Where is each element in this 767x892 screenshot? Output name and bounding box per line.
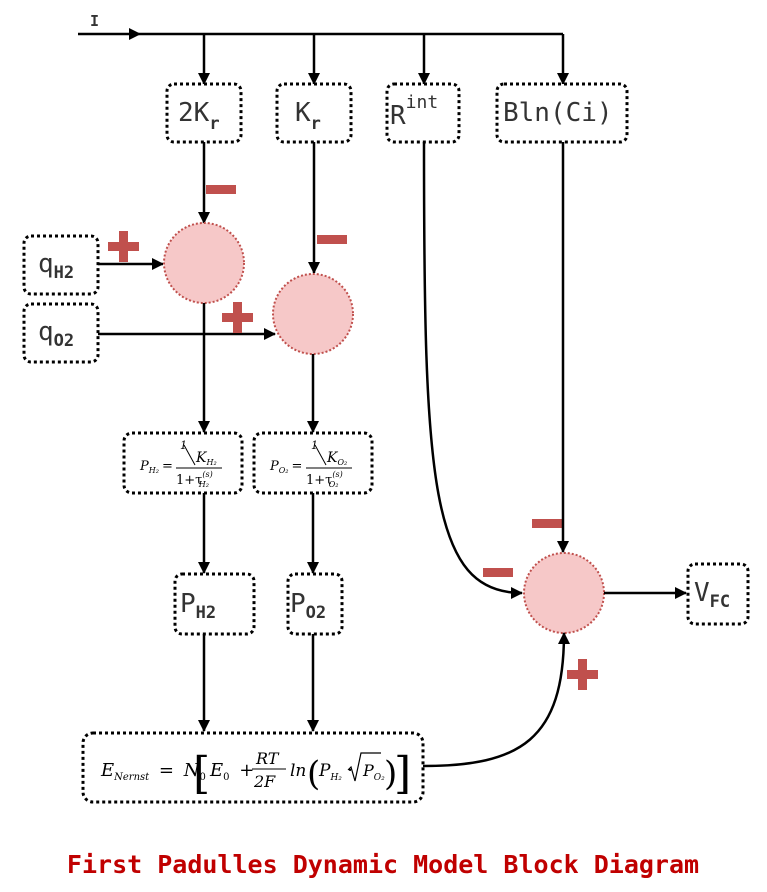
svg-text:PH₂ ·: PH₂ ·: [318, 761, 353, 785]
svg-text:ln: ln: [290, 761, 306, 781]
block-ph2: PH2: [173, 572, 256, 636]
svg-text:[: [: [193, 748, 210, 799]
svg-text:Kr: Kr: [295, 98, 321, 134]
svg-text:VFC: VFC: [694, 578, 730, 612]
summer-vfc: [523, 552, 605, 634]
block-vfc: VFC: [686, 562, 750, 626]
svg-text:PH₂=: PH₂=: [139, 459, 173, 475]
svg-text:1: 1: [180, 439, 187, 452]
block-kr: Kr: [275, 82, 353, 144]
block-po2: PO2: [286, 572, 344, 636]
summer-h2: [163, 222, 245, 304]
plus-sign-qo2: [222, 302, 253, 333]
plus-sign-nernst: [567, 659, 598, 690]
svg-text:2Kr: 2Kr: [178, 98, 220, 134]
nernst-equation-block: ENernst = N0 [ E0 + RT 2F ln ( PH₂ · PO₂…: [81, 731, 425, 804]
svg-text:RT: RT: [255, 749, 280, 768]
minus-sign-rint: [483, 568, 513, 577]
svg-text:Rint: Rint: [390, 92, 438, 131]
svg-text:PO₂: PO₂: [362, 761, 385, 783]
block-2kr: 2Kr: [165, 82, 243, 144]
transfer-function-o2: PO₂= 1 KO₂ 1+τ(s)O₂: [252, 431, 374, 495]
minus-sign-kr: [317, 235, 347, 244]
wire-rint-summer: [422, 141, 523, 599]
svg-text:E0 +: E0 +: [209, 760, 254, 785]
summer-o2: [272, 273, 354, 355]
svg-text:PO2: PO2: [290, 589, 326, 623]
svg-text:PO₂=: PO₂=: [269, 459, 302, 475]
plus-sign-qh2: [108, 231, 139, 262]
svg-text:2F: 2F: [253, 772, 276, 791]
svg-text:]: ]: [394, 748, 411, 799]
svg-text:ENernst = N0: ENernst = N0: [100, 760, 206, 785]
svg-text:1+τ(s)O₂: 1+τ(s)O₂: [306, 470, 343, 489]
svg-text:KO₂: KO₂: [326, 450, 347, 467]
block-bln-ci: Bln(Ci): [495, 82, 629, 144]
svg-text:qO2: qO2: [38, 317, 74, 351]
minus-sign-bln: [532, 519, 562, 528]
block-rint: Rint: [385, 82, 461, 144]
svg-text:qH2: qH2: [38, 249, 74, 283]
svg-text:1: 1: [311, 439, 318, 452]
svg-text:(: (: [307, 754, 320, 794]
svg-text:): ): [384, 754, 397, 794]
svg-text:PH2: PH2: [180, 589, 216, 623]
wire-nernst-summer: [422, 632, 570, 768]
transfer-function-h2: PH₂= 1 KH₂ 1+τ(s)H₂: [122, 431, 244, 495]
svg-text:KH₂: KH₂: [195, 450, 217, 467]
input-label: I: [90, 12, 99, 30]
svg-text:Bln(Ci): Bln(Ci): [503, 98, 613, 128]
diagram-title: First Padulles Dynamic Model Block Diagr…: [67, 850, 699, 879]
svg-text:1+τ(s)H₂: 1+τ(s)H₂: [176, 470, 213, 489]
minus-sign-2kr: [206, 185, 236, 194]
block-qh2: qH2: [22, 234, 100, 296]
block-qo2: qO2: [22, 302, 100, 364]
